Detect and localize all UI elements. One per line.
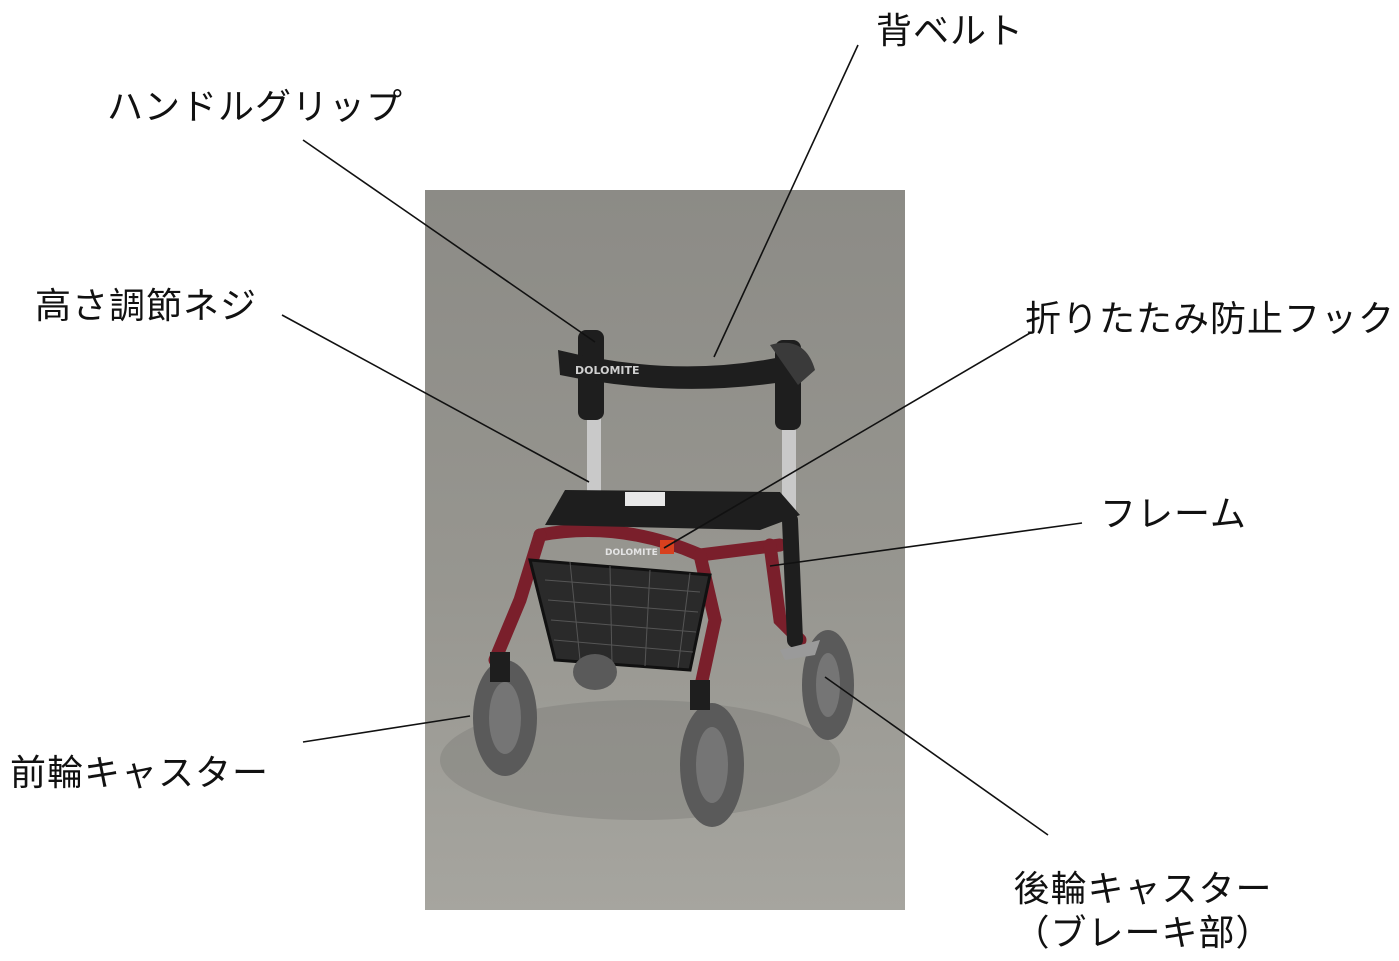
leader-line-height-screw	[281, 314, 590, 483]
mesh-line	[553, 639, 694, 653]
basket	[528, 558, 712, 672]
front-left-hub	[489, 682, 521, 754]
label-rear-caster-line1: 後輪キャスター	[1013, 869, 1273, 910]
mesh-line	[547, 599, 699, 613]
frame-left-front-leg	[488, 528, 547, 667]
leader-lines	[281, 44, 1083, 836]
frame-brand-text: DOLOMITE	[605, 548, 658, 558]
label-handle-grip: ハンドルグリップ	[107, 87, 404, 128]
leader-line-frame	[769, 522, 1083, 567]
label-fold-hook: 折りたたみ防止フック	[1025, 299, 1396, 340]
label-frame: フレーム	[1100, 494, 1247, 535]
leader-line-front-caster	[302, 715, 471, 743]
seat-sticker	[625, 492, 665, 506]
mesh-line	[609, 565, 613, 664]
frame-top-left	[533, 524, 707, 562]
mesh-line	[569, 561, 581, 661]
rear-right-tube	[782, 512, 803, 648]
left-height-post	[587, 410, 601, 510]
front-right-caster-mount	[690, 680, 710, 710]
mesh-line	[644, 569, 651, 667]
right-height-post	[782, 420, 796, 520]
leader-line-rear-caster	[824, 676, 1049, 836]
wheels	[473, 630, 854, 827]
mesh-line	[677, 572, 691, 669]
right-grip-top	[770, 342, 815, 385]
leader-line-fold-hook	[663, 332, 1031, 549]
brake-pedal	[780, 640, 820, 660]
basket-mesh	[544, 561, 701, 669]
mesh-line	[550, 619, 697, 633]
belt-brand-text: DOLOMITE	[575, 364, 640, 377]
rear-tubes	[782, 512, 803, 648]
front-left-caster-mount	[490, 652, 510, 682]
back-belt	[558, 350, 795, 389]
label-height-screw: 高さ調節ネジ	[35, 286, 258, 327]
label-back-belt: 背ベルト	[876, 11, 1025, 52]
front-right-hub	[696, 727, 728, 803]
basket-body	[528, 558, 712, 672]
mesh-line	[544, 579, 701, 593]
seat	[545, 490, 800, 530]
label-rear-caster: 後輪キャスター （ブレーキ部）	[1012, 868, 1274, 956]
rear-left-wheel	[573, 654, 617, 690]
label-front-caster: 前輪キャスター	[10, 753, 270, 794]
leader-line-back-belt	[713, 44, 859, 358]
rear-right-hub	[816, 653, 840, 717]
leader-line-handle-grip	[302, 139, 596, 343]
label-rear-caster-line2: （ブレーキ部）	[1013, 913, 1273, 954]
